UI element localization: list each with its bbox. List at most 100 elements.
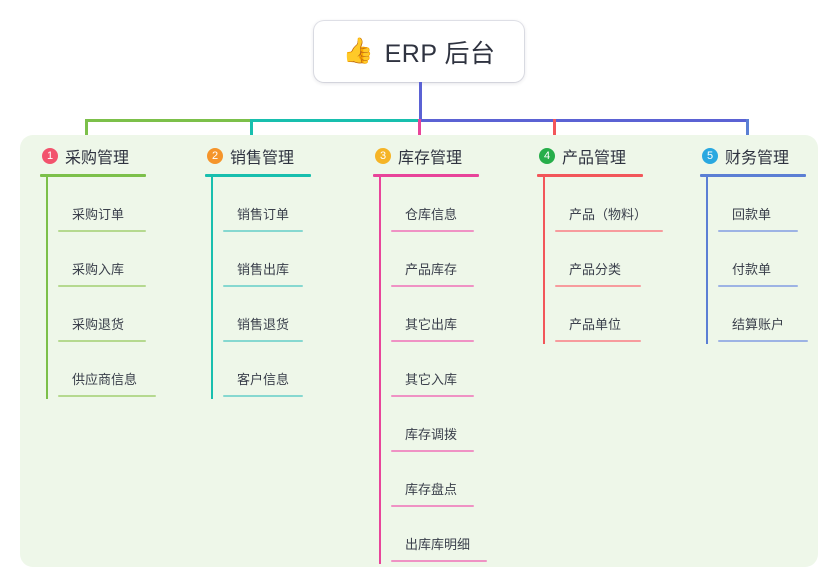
list-item[interactable]: 出库库明细	[391, 507, 487, 562]
list-item[interactable]: 产品（物料）	[555, 177, 663, 232]
column-finance: 5 财务管理 回款单 付款单 结算账户	[700, 144, 810, 344]
column-header-3[interactable]: 3 库存管理	[373, 144, 483, 168]
list-item[interactable]: 库存盘点	[391, 452, 483, 507]
leaf-label: 回款单	[732, 207, 772, 222]
leaf-label: 库存调拨	[405, 427, 458, 442]
list-item[interactable]: 采购退货	[58, 287, 150, 342]
badge-number-1: 1	[42, 148, 58, 164]
column-title-5: 财务管理	[725, 150, 790, 167]
list-item[interactable]: 仓库信息	[391, 177, 483, 232]
leaf-rule	[223, 340, 303, 342]
list-item[interactable]: 客户信息	[223, 342, 315, 397]
leaf-rule	[58, 230, 146, 232]
leaf-rule	[555, 230, 663, 232]
leaf-label: 采购退货	[72, 317, 125, 332]
column-rule-3	[373, 174, 479, 177]
leaf-label: 销售出库	[237, 262, 290, 277]
branch-list-4: 产品（物料） 产品分类 产品单位	[537, 177, 663, 344]
column-header-2[interactable]: 2 销售管理	[205, 144, 315, 168]
leaf-label: 其它入库	[405, 372, 458, 387]
leaf-rule	[391, 395, 474, 397]
column-product: 4 产品管理 产品（物料） 产品分类 产品单位	[537, 144, 663, 344]
list-item[interactable]: 销售出库	[223, 232, 315, 287]
leaf-rule	[391, 450, 474, 452]
list-item[interactable]: 产品分类	[555, 232, 662, 287]
column-title-1: 采购管理	[65, 150, 130, 167]
root-node[interactable]: 👍 ERP 后台	[314, 21, 524, 82]
column-rule-1	[40, 174, 146, 177]
leaf-rule	[718, 285, 798, 287]
leaf-rule	[391, 230, 474, 232]
leaf-rule	[223, 285, 303, 287]
leaf-rule	[555, 285, 641, 287]
leaf-label: 出库库明细	[405, 537, 471, 552]
branch-trunk-1	[46, 177, 48, 399]
leaf-label: 销售退货	[237, 317, 290, 332]
list-item[interactable]: 销售退货	[223, 287, 315, 342]
list-item[interactable]: 产品单位	[555, 287, 662, 342]
column-rule-5	[700, 174, 806, 177]
leaf-rule	[718, 340, 808, 342]
branch-list-3: 仓库信息 产品库存 其它出库 其它入库 库存调拨 库存盘点 出库库明细	[373, 177, 487, 564]
leaf-label: 采购入库	[72, 262, 125, 277]
branch-list-2: 销售订单 销售出库 销售退货 客户信息	[205, 177, 315, 399]
badge-number-2: 2	[207, 148, 223, 164]
branch-trunk-5	[706, 177, 708, 344]
list-item[interactable]: 采购入库	[58, 232, 150, 287]
list-item[interactable]: 销售订单	[223, 177, 315, 232]
leaf-rule	[555, 340, 641, 342]
leaf-rule	[391, 340, 474, 342]
leaf-rule	[391, 285, 474, 287]
column-header-4[interactable]: 4 产品管理	[537, 144, 662, 168]
column-sales: 2 销售管理 销售订单 销售出库 销售退货 客户信息	[205, 144, 315, 399]
column-title-3: 库存管理	[398, 150, 463, 167]
list-item[interactable]: 产品库存	[391, 232, 483, 287]
leaf-label: 其它出库	[405, 317, 458, 332]
branch-trunk-2	[211, 177, 213, 399]
leaf-rule	[223, 395, 303, 397]
leaf-label: 结算账户	[732, 317, 785, 332]
column-rule-4	[537, 174, 643, 177]
list-item[interactable]: 其它出库	[391, 287, 483, 342]
thumbs-up-icon: 👍	[342, 37, 374, 65]
list-item[interactable]: 供应商信息	[58, 342, 156, 397]
leaf-label: 产品分类	[569, 262, 622, 277]
column-purchasing: 1 采购管理 采购订单 采购入库 采购退货 供应商信息	[40, 144, 156, 399]
list-item[interactable]: 结算账户	[718, 287, 810, 342]
list-item[interactable]: 回款单	[718, 177, 810, 232]
column-header-5[interactable]: 5 财务管理	[700, 144, 810, 168]
list-item[interactable]: 采购订单	[58, 177, 150, 232]
list-item[interactable]: 其它入库	[391, 342, 483, 397]
badge-number-5: 5	[702, 148, 718, 164]
leaf-label: 供应商信息	[72, 372, 138, 387]
leaf-rule	[391, 505, 474, 507]
column-title-2: 销售管理	[230, 150, 295, 167]
badge-number-3: 3	[375, 148, 391, 164]
column-title-4: 产品管理	[562, 150, 627, 167]
branch-list-5: 回款单 付款单 结算账户	[700, 177, 810, 344]
column-rule-2	[205, 174, 311, 177]
trunk-connector-segment-2	[250, 119, 420, 122]
trunk-connector-segment-1	[85, 119, 252, 122]
leaf-label: 客户信息	[237, 372, 290, 387]
column-inventory: 3 库存管理 仓库信息 产品库存 其它出库 其它入库 库存调拨 库存盘点	[373, 144, 487, 564]
badge-number-4: 4	[539, 148, 555, 164]
leaf-rule	[718, 230, 798, 232]
leaf-label: 库存盘点	[405, 482, 458, 497]
root-title: ERP 后台	[384, 39, 496, 68]
leaf-rule	[391, 560, 487, 562]
leaf-label: 付款单	[732, 262, 772, 277]
diagram-panel	[20, 135, 818, 567]
leaf-label: 产品单位	[569, 317, 622, 332]
root-stem-connector	[419, 82, 422, 121]
branch-list-1: 采购订单 采购入库 采购退货 供应商信息	[40, 177, 156, 399]
leaf-label: 产品库存	[405, 262, 458, 277]
column-header-1[interactable]: 1 采购管理	[40, 144, 150, 168]
leaf-rule	[58, 340, 146, 342]
leaf-rule	[58, 395, 156, 397]
leaf-label: 产品（物料）	[569, 207, 648, 222]
list-item[interactable]: 库存调拨	[391, 397, 483, 452]
leaf-label: 采购订单	[72, 207, 125, 222]
leaf-rule	[223, 230, 303, 232]
list-item[interactable]: 付款单	[718, 232, 810, 287]
